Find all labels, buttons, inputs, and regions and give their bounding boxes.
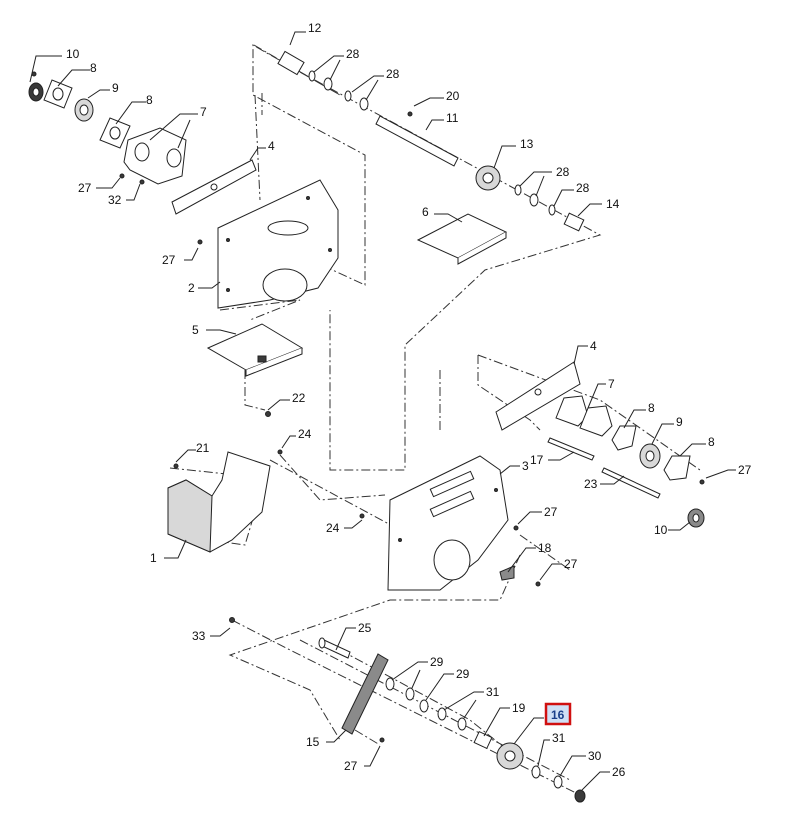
cover-5 <box>206 323 304 417</box>
side-plate-3 <box>359 455 541 591</box>
callout-9-top: 9 <box>112 81 119 95</box>
callout-28-a: 28 <box>346 47 360 61</box>
callout-20: 20 <box>446 89 460 103</box>
callout-6: 6 <box>422 205 429 219</box>
callout-29-a: 29 <box>430 655 444 669</box>
callout-16: 16 <box>551 708 565 722</box>
callout-30: 30 <box>588 749 602 763</box>
callout-1: 1 <box>150 551 157 565</box>
callout-28-c: 28 <box>556 165 570 179</box>
housing-1 <box>167 449 283 553</box>
callout-7-right: 7 <box>608 377 615 391</box>
assembly-centerlines <box>169 44 701 796</box>
callout-14: 14 <box>606 197 620 211</box>
callout-27-b: 27 <box>162 253 176 267</box>
callout-32: 32 <box>108 193 122 207</box>
callout-8-right-b: 8 <box>708 435 715 449</box>
callout-11: 11 <box>446 111 459 125</box>
callout-19: 19 <box>512 701 526 715</box>
callout-12: 12 <box>308 21 322 35</box>
callout-31-a: 31 <box>486 685 500 699</box>
callout-28-d: 28 <box>576 181 590 195</box>
callout-27-c: 27 <box>544 505 558 519</box>
highlight-box[interactable] <box>544 702 572 726</box>
highlighted-callout-16[interactable]: 16 <box>544 702 572 726</box>
callout-26: 26 <box>612 765 626 779</box>
callout-27-a: 27 <box>78 181 92 195</box>
callout-24-top: 24 <box>298 427 312 441</box>
panel-4-left <box>171 159 257 215</box>
callout-3: 3 <box>522 459 529 473</box>
callout-labels: 12 28 28 10 8 9 8 7 27 32 4 27 2 20 11 1… <box>66 21 752 779</box>
top-shaft-group <box>277 50 585 265</box>
side-plate-2 <box>197 179 339 309</box>
callout-24-mid: 24 <box>326 521 340 535</box>
leader-lines <box>29 31 736 791</box>
callout-17: 17 <box>530 453 544 467</box>
callout-5: 5 <box>192 323 199 337</box>
callout-22: 22 <box>292 391 306 405</box>
right-panel-4 <box>495 361 581 431</box>
callout-7-top: 7 <box>200 105 207 119</box>
callout-23: 23 <box>584 477 598 491</box>
callout-31-b: 31 <box>552 731 566 745</box>
callout-27-right: 27 <box>738 463 752 477</box>
callout-9-right: 9 <box>676 415 683 429</box>
callout-4-right: 4 <box>590 339 597 353</box>
callout-8-right-a: 8 <box>648 401 655 415</box>
lower-sprocket-group <box>229 617 586 803</box>
right-bearing-stack <box>547 395 705 528</box>
callout-15: 15 <box>306 735 320 749</box>
callout-4-top: 4 <box>268 139 275 153</box>
callout-25: 25 <box>358 621 372 635</box>
callout-33: 33 <box>192 629 206 643</box>
callout-8-top: 8 <box>90 61 97 75</box>
callout-13: 13 <box>520 137 534 151</box>
callout-18: 18 <box>538 541 552 555</box>
left-bearing-stack <box>28 71 187 185</box>
callout-28-b: 28 <box>386 67 400 81</box>
callout-27-e: 27 <box>344 759 358 773</box>
callout-10-top: 10 <box>66 47 80 61</box>
callout-10-right: 10 <box>654 523 668 537</box>
callout-21: 21 <box>196 441 210 455</box>
callout-2: 2 <box>188 281 195 295</box>
callout-8-mid: 8 <box>146 93 153 107</box>
callout-29-b: 29 <box>456 667 470 681</box>
callout-27-d: 27 <box>564 557 578 571</box>
